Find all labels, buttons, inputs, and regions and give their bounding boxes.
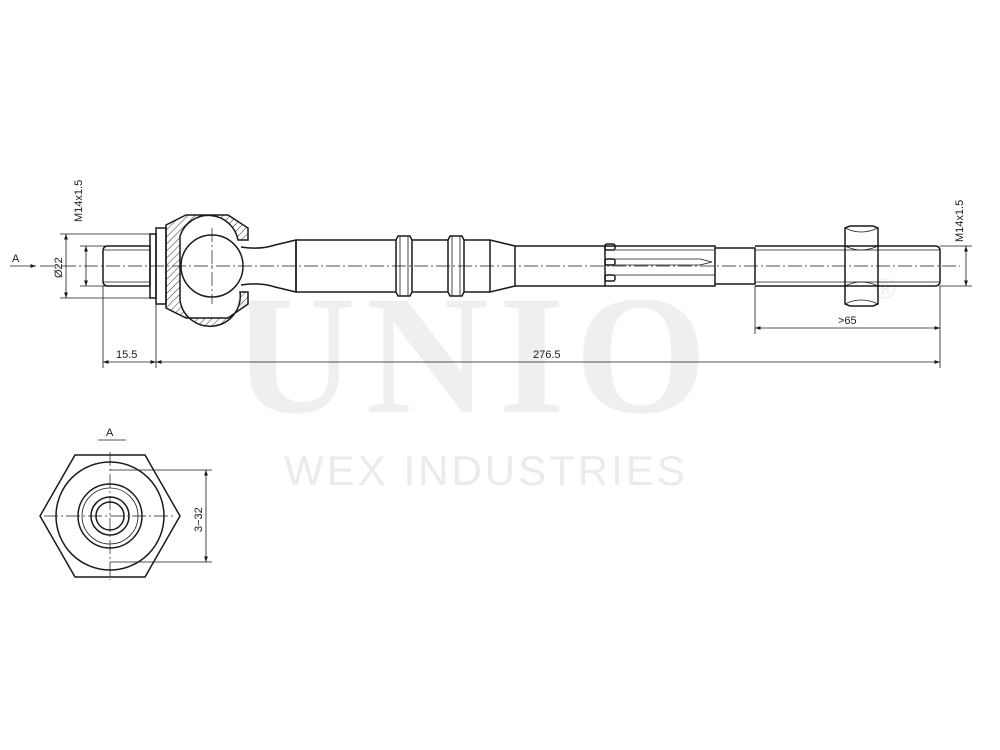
overall-length-label: 276.5 xyxy=(533,349,561,361)
dimensions: A Ø22 M14x1.5 M14x1.5 >65 15.5 276.5 xyxy=(10,180,972,368)
end-view-a: A 3−32 xyxy=(39,427,212,580)
inner-bore-circle xyxy=(95,501,125,531)
end-view-label: A xyxy=(106,427,114,439)
watermark-registered-mark: ® xyxy=(874,272,896,305)
right-thread-label: M14x1.5 xyxy=(954,200,966,242)
offset-label: 15.5 xyxy=(116,349,137,361)
watermark-brand: UNIO xyxy=(233,261,717,449)
tie-rod-side-view xyxy=(40,214,960,327)
outer-thread-circle xyxy=(77,483,143,549)
watermark: UNIO ® WEX INDUSTRIES xyxy=(233,261,896,494)
hex-nut-outline xyxy=(39,454,181,578)
hex-chamfer-circle xyxy=(55,461,165,571)
rod-body xyxy=(295,239,396,293)
view-arrow-label: A xyxy=(12,253,20,265)
hex-size-label: 3−32 xyxy=(193,507,205,532)
left-thread-label: M14x1.5 xyxy=(73,180,85,222)
rod-shaft xyxy=(515,245,605,287)
bore-circle xyxy=(90,496,130,536)
jam-nut xyxy=(844,225,879,307)
ball-joint-housing xyxy=(165,214,249,327)
diameter-label: Ø22 xyxy=(53,257,65,278)
splined-section xyxy=(604,243,716,287)
thread-length-label: >65 xyxy=(838,315,857,327)
right-threaded-end xyxy=(715,245,941,287)
watermark-company: WEX INDUSTRIES xyxy=(284,447,688,494)
rod-taper xyxy=(464,239,516,293)
